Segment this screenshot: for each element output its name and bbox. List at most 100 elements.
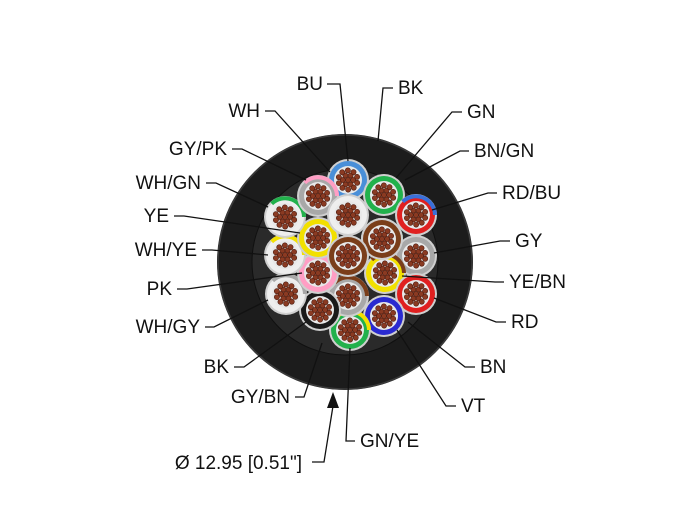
- copper-strand: [370, 239, 376, 245]
- copper-strand: [369, 233, 376, 240]
- copper-strand: [352, 319, 359, 326]
- copper-strand: [339, 212, 346, 218]
- copper-strand: [407, 283, 414, 290]
- label-wh: WH: [228, 101, 260, 122]
- copper-strand: [380, 182, 387, 189]
- copper-strand: [307, 304, 314, 311]
- copper-strand: [276, 214, 283, 220]
- copper-strand: [309, 235, 316, 241]
- copper-strand: [335, 250, 342, 257]
- copper-strand: [387, 277, 394, 284]
- conductor-ye: [297, 217, 339, 259]
- copper-strand: [305, 232, 312, 239]
- copper-strand: [390, 315, 397, 322]
- copper-strand: [311, 307, 318, 313]
- copper-strand: [378, 226, 385, 233]
- label-bk: BK: [204, 357, 230, 378]
- copper-strand: [345, 262, 352, 269]
- conductor-pk: [297, 252, 339, 294]
- diameter-arrowhead: [327, 392, 339, 408]
- copper-strand: [422, 293, 429, 300]
- conductor-rd-bu: [395, 194, 437, 236]
- copper-strand: [311, 299, 318, 306]
- conductor-vt: [363, 295, 405, 337]
- copper-strand: [386, 313, 393, 319]
- copper-strand: [418, 245, 425, 252]
- copper-strand: [403, 209, 410, 216]
- copper-strand: [384, 228, 391, 235]
- copper-strand: [407, 245, 414, 252]
- conductor-bn: [361, 218, 403, 260]
- copper-strand: [276, 206, 283, 213]
- copper-strand: [320, 235, 327, 241]
- copper-strand: [344, 283, 351, 290]
- copper-strand: [391, 267, 397, 273]
- copper-strand: [287, 244, 294, 251]
- leader-rd-bu: [431, 192, 497, 211]
- copper-strand: [339, 285, 346, 292]
- copper-strand: [418, 260, 425, 267]
- copper-strand: [404, 256, 410, 262]
- copper-strand: [372, 316, 378, 322]
- copper-strand: [371, 189, 378, 196]
- copper-strand: [282, 261, 289, 268]
- copper-strand: [288, 283, 295, 290]
- copper-strand: [354, 290, 360, 296]
- copper-strand: [272, 211, 279, 218]
- copper-strand: [309, 227, 316, 234]
- leader-wh-ye: [202, 249, 269, 256]
- copper-strand: [317, 316, 324, 323]
- leader-bn: [407, 321, 475, 368]
- copper-strand: [354, 255, 361, 262]
- copper-strand: [316, 297, 323, 304]
- copper-strand: [287, 252, 294, 258]
- copper-strand: [320, 242, 327, 249]
- copper-strand: [350, 245, 357, 252]
- copper-strand: [418, 283, 425, 290]
- label-wh-gn: WH/GN: [136, 173, 201, 194]
- copper-strand: [322, 299, 329, 306]
- copper-strand: [384, 236, 391, 242]
- copper-strand: [418, 212, 425, 218]
- copper-strand: [287, 206, 294, 213]
- copper-strand: [386, 184, 393, 191]
- copper-strand: [341, 319, 348, 326]
- label-gy: GY: [515, 231, 543, 252]
- copper-strand: [309, 262, 316, 269]
- copper-strand: [345, 221, 352, 228]
- copper-strand: [376, 270, 383, 276]
- diameter-dimension: Ø 12.95 [0.51"]: [175, 392, 339, 474]
- copper-strand: [352, 334, 359, 341]
- leader-vt: [396, 329, 456, 407]
- copper-strand: [306, 238, 312, 244]
- copper-strand: [309, 193, 316, 199]
- diameter-leader: [312, 405, 334, 463]
- conductor-center: [327, 235, 369, 277]
- copper-strand: [391, 272, 398, 279]
- conductor-gn: [363, 174, 405, 216]
- copper-strand: [407, 212, 414, 218]
- copper-strand: [273, 255, 279, 261]
- copper-strand: [291, 249, 297, 255]
- leader-ye: [174, 215, 301, 234]
- copper-strand: [407, 298, 414, 305]
- copper-strand: [387, 270, 394, 276]
- copper-strand: [350, 285, 357, 292]
- leader-bk: [234, 321, 307, 368]
- copper-strand: [305, 267, 312, 274]
- leader-wh-gn: [206, 182, 269, 208]
- copper-strand: [347, 336, 354, 343]
- copper-strand: [305, 190, 312, 197]
- copper-strand: [346, 317, 353, 324]
- copper-strand: [352, 327, 359, 333]
- copper-strand: [308, 310, 314, 316]
- copper-strand: [380, 303, 387, 310]
- copper-strand: [292, 288, 298, 294]
- copper-strand: [339, 219, 346, 226]
- copper-strand: [326, 309, 333, 316]
- copper-strand: [320, 277, 327, 284]
- copper-strand: [381, 260, 388, 267]
- copper-strand: [309, 270, 316, 276]
